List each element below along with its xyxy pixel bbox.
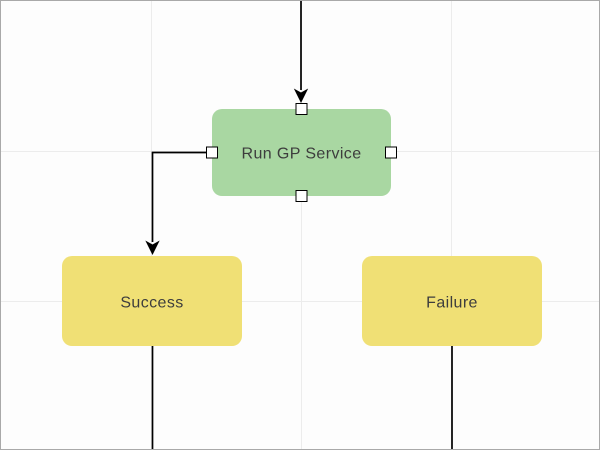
arrowhead-into-run-gp — [293, 88, 309, 103]
arrowhead-into-success — [145, 240, 160, 255]
node-label-success: Success — [120, 295, 183, 312]
node-run-gp-service[interactable] — [212, 109, 391, 196]
connector-run-gp-to-success[interactable] — [151, 151, 207, 243]
node-failure[interactable] — [362, 256, 542, 346]
connection-handle-left[interactable] — [205, 146, 219, 159]
connection-handle-right[interactable] — [384, 146, 398, 159]
node-success[interactable] — [62, 256, 242, 346]
handle-layer — [205, 102, 398, 203]
connection-handle-top[interactable] — [295, 102, 308, 116]
label-layer: Run GP Service Success Failure — [120, 146, 478, 312]
node-label-run-gp-service: Run GP Service — [241, 146, 361, 163]
connection-handle-bottom[interactable] — [295, 189, 308, 203]
connector-layer — [145, 1, 453, 449]
node-layer — [62, 109, 542, 346]
node-label-failure: Failure — [426, 295, 478, 312]
